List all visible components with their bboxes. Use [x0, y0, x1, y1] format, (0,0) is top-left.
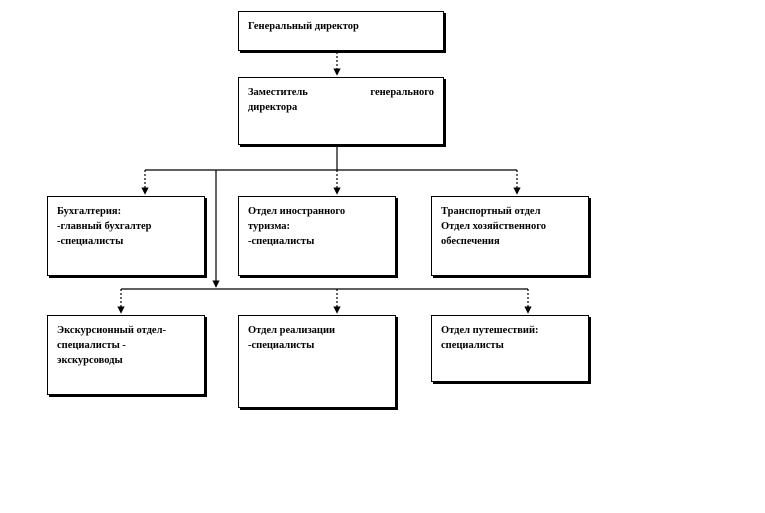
- node-deputy-word-1: Заместитель: [248, 87, 308, 98]
- node-deputy-word-2: генерального: [370, 87, 434, 98]
- node-deputy: Заместитель генерального директора: [238, 77, 444, 145]
- node-sales-line: -специалисты: [248, 340, 315, 351]
- node-ceo-line: Генеральный директор: [248, 21, 359, 32]
- node-deputy-line: директора: [248, 102, 298, 113]
- node-travel: Отдел путешествий: специалисты: [431, 315, 589, 382]
- node-transport-line: обеспечения: [441, 236, 500, 247]
- node-accounting-line: Бухгалтерия:: [57, 206, 122, 217]
- node-sales-line: Отдел реализации: [248, 325, 336, 336]
- node-foreign-tourism-line: Отдел иностранного: [248, 206, 346, 217]
- node-accounting: Бухгалтерия: -главный бухгалтер -специал…: [47, 196, 205, 276]
- node-accounting-line: -главный бухгалтер: [57, 221, 152, 232]
- node-excursion-line: Экскурсионный отдел-: [57, 325, 166, 336]
- node-excursion-line: экскурсоводы: [57, 355, 123, 366]
- node-foreign-tourism-line: -специалисты: [248, 236, 315, 247]
- node-deputy-line: Заместитель генерального: [248, 85, 434, 100]
- node-transport: Транспортный отдел Отдел хозяйственного …: [431, 196, 589, 276]
- node-excursion-line: специалисты -: [57, 340, 126, 351]
- node-foreign-tourism: Отдел иностранного туризма: -специалисты: [238, 196, 396, 276]
- node-accounting-line: -специалисты: [57, 236, 124, 247]
- node-transport-line: Отдел хозяйственного: [441, 221, 546, 232]
- node-foreign-tourism-line: туризма:: [248, 221, 291, 232]
- node-ceo: Генеральный директор: [238, 11, 444, 51]
- node-travel-line: Отдел путешествий:: [441, 325, 539, 336]
- node-travel-line: специалисты: [441, 340, 504, 351]
- node-excursion: Экскурсионный отдел- специалисты - экску…: [47, 315, 205, 395]
- node-transport-line: Транспортный отдел: [441, 206, 541, 217]
- node-sales: Отдел реализации -специалисты: [238, 315, 396, 408]
